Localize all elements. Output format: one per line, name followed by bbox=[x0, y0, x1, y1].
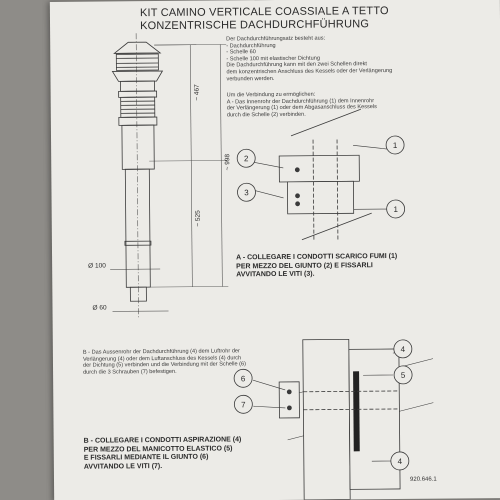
callout-circle-4-top bbox=[393, 339, 413, 359]
callout-label: 5 bbox=[401, 371, 406, 380]
title-german: KONZENTRISCHE DACHDURCHFÜHRUNG bbox=[139, 18, 370, 33]
callout-circle-5 bbox=[393, 365, 413, 385]
callout-circle-6 bbox=[233, 368, 253, 388]
text-line: durch die Schelle (2) verbinden. bbox=[226, 111, 306, 119]
callout-label: 3 bbox=[244, 188, 249, 197]
detail-b-drawing bbox=[253, 338, 434, 500]
callout-circle-7 bbox=[233, 394, 253, 414]
outer-pipe-drawing bbox=[121, 124, 155, 170]
callout-label: 6 bbox=[241, 374, 246, 383]
document-code: 920.646.1 bbox=[409, 476, 437, 483]
callout-circle-2 bbox=[236, 148, 256, 168]
callout-circle-1-top bbox=[385, 135, 405, 155]
callout-label: 2 bbox=[244, 154, 249, 163]
section-b-italian-caption: B - COLLEGARE I CONDOTTI ASPIRAZIONE (4)… bbox=[84, 436, 242, 472]
technical-drawing: 2 3 1 1 4 5 6 7 4 ~ 467 ~ 525 ~ 998 Ø 10… bbox=[88, 33, 434, 500]
section-a-italian-caption: A - COLLEGARE I CONDOTTI SCARICO FUMI (1… bbox=[236, 253, 397, 280]
callout-circle-4-bottom bbox=[390, 451, 410, 471]
text-line: AVVITANDO LE VITI (7). bbox=[83, 462, 163, 471]
detail-a-drawing bbox=[253, 108, 388, 241]
instruction-sheet: 2 3 1 1 4 5 6 7 4 ~ 467 ~ 525 ~ 998 Ø 10… bbox=[49, 0, 500, 500]
dimension-mid-length: ~ 525 bbox=[195, 210, 202, 227]
callout-label: 1 bbox=[393, 141, 398, 150]
intro-text-block: Der Dachdurchführungsatz besteht aus: - … bbox=[226, 35, 392, 83]
section-a-german-text: Um die Verbindung zu ermöglichen: A - Da… bbox=[227, 91, 377, 119]
dimension-inner-diameter: Ø 60 bbox=[92, 304, 107, 311]
dimension-outer-diameter: Ø 100 bbox=[88, 262, 106, 269]
dimension-top-length: ~ 467 bbox=[194, 84, 201, 101]
chimney-cap-drawing bbox=[111, 41, 164, 126]
callout-circle-1-bottom bbox=[386, 199, 406, 219]
title-italian: KIT CAMINO VERTICALE COASSIALE A TETTO bbox=[139, 5, 389, 20]
callout-label: 4 bbox=[401, 345, 406, 354]
callout-circle-3 bbox=[237, 182, 256, 202]
callout-label: 7 bbox=[241, 400, 246, 409]
dimension-total-length: ~ 998 bbox=[224, 154, 231, 171]
text-line: durch die 3 Schrauben (7) befestigen. bbox=[83, 368, 177, 376]
callout-label: 1 bbox=[393, 205, 398, 214]
callout-label: 4 bbox=[398, 457, 403, 466]
text-line: AVVITANDO LE VITI (3). bbox=[236, 270, 315, 279]
section-b-german-text: B - Das Aussenrohr der Dachdurchführung … bbox=[83, 348, 246, 376]
